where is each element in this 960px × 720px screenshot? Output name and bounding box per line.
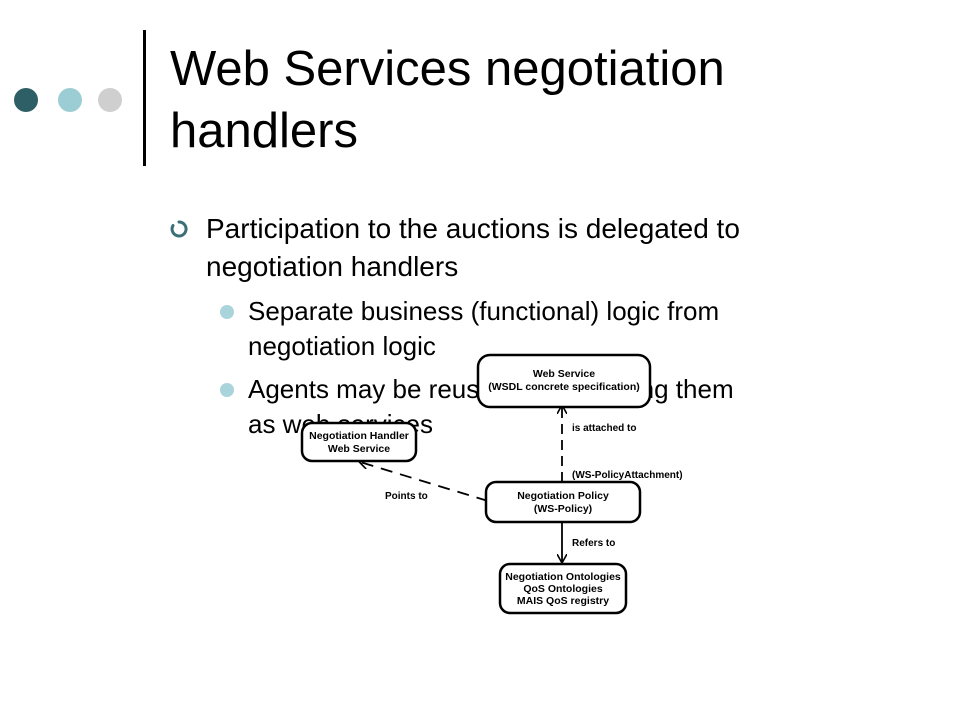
bullet-line1: Participation to the auctions is delegat… bbox=[206, 213, 740, 244]
decor-dot-dark bbox=[14, 88, 38, 112]
decor-dot-grey bbox=[98, 88, 122, 112]
points-connector bbox=[360, 462, 489, 502]
ontologies-line2: QoS Ontologies bbox=[523, 583, 602, 595]
web-service-line2: (WSDL concrete specification) bbox=[488, 381, 640, 393]
ontologies-line1: Negotiation Ontologies bbox=[505, 571, 621, 583]
attachment-label: (WS-PolicyAttachment) bbox=[572, 470, 683, 481]
sub-bullet-item: Separate business (functional) logic fro… bbox=[170, 294, 870, 364]
ontologies-box bbox=[498, 562, 628, 615]
web-service-line1: Web Service bbox=[533, 368, 595, 380]
sub-bullet-1-line2: negotiation logic bbox=[248, 331, 436, 361]
ring-bullet-icon bbox=[170, 220, 188, 238]
handler-node: Negotiation Handler Web Service bbox=[300, 421, 418, 463]
dot-bullet-icon bbox=[220, 383, 234, 397]
handler-box bbox=[300, 421, 418, 463]
sub-bullet-1-line1: Separate business (functional) logic fro… bbox=[248, 296, 720, 326]
policy-box bbox=[484, 480, 642, 524]
slide-title: Web Services negotiation handlers bbox=[170, 38, 930, 162]
ontologies-node: Negotiation Ontologies QoS Ontologies MA… bbox=[498, 562, 628, 615]
policy-line1: Negotiation Policy bbox=[517, 490, 609, 502]
ontologies-line3: MAIS QoS registry bbox=[517, 595, 609, 607]
dot-bullet-icon bbox=[220, 305, 234, 319]
slide-title-line1: Web Services negotiation bbox=[170, 42, 725, 96]
attached-label: is attached to bbox=[572, 423, 636, 434]
title-divider bbox=[143, 30, 146, 166]
web-service-box bbox=[476, 353, 652, 409]
bullet-item: Participation to the auctions is delegat… bbox=[170, 210, 870, 286]
policy-line2: (WS-Policy) bbox=[534, 503, 592, 515]
handler-line2: Web Service bbox=[328, 443, 390, 455]
bullet-line2: negotiation handlers bbox=[206, 251, 459, 282]
decor-dot-light bbox=[58, 88, 82, 112]
policy-node: Negotiation Policy (WS-Policy) bbox=[484, 480, 642, 524]
refers-label: Refers to bbox=[572, 538, 615, 549]
points-label: Points to bbox=[385, 491, 428, 502]
slide-title-line2: handlers bbox=[170, 104, 358, 158]
handler-line1: Negotiation Handler bbox=[309, 430, 409, 442]
web-service-node: Web Service (WSDL concrete specification… bbox=[476, 353, 652, 409]
